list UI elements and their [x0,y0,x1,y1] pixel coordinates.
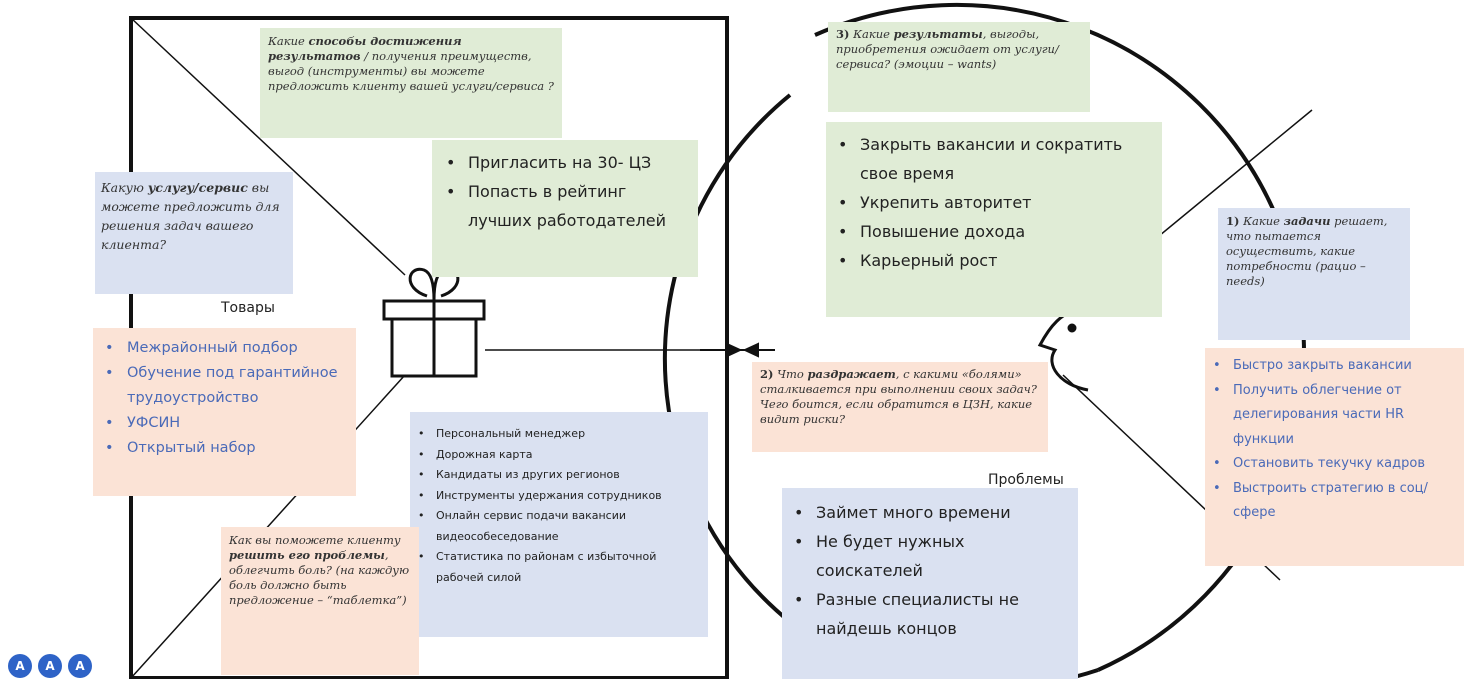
list-item: Закрыть вакансии и сократить свое время [830,130,1158,188]
list-item: Не будет нужных соискателей [786,527,1074,585]
question-means: Какие способы достижения результатов / п… [260,28,562,138]
services-items: Межрайонный подбор Обучение под гарантий… [97,336,352,461]
list-item: Инструменты удержания сотрудников [414,486,704,507]
avatar[interactable]: A [38,654,62,678]
gift-icon [382,267,486,378]
question-service: Какую услугу/сервис вы можете предложить… [95,172,293,294]
avatar[interactable]: A [8,654,32,678]
jobs-items: Быстро закрыть вакансии Получить облегче… [1205,354,1464,526]
list-item: Остановить текучку кадров [1205,452,1464,477]
means-items: Пригласить на 30- ЦЗ Попасть в рейтинг л… [438,148,692,235]
question-gains: 3) Какие результаты, выгоды, приобретени… [828,22,1090,112]
list-item: Пригласить на 30- ЦЗ [438,148,692,177]
list-item: УФСИН [97,411,352,436]
gains-list: Закрыть вакансии и сократить свое время … [826,122,1162,317]
list-item: Открытый набор [97,436,352,461]
list-item: Дорожная карта [414,445,704,466]
list-item: Займет много времени [786,498,1074,527]
pain-relievers-items: Персональный менеджер Дорожная карта Кан… [414,424,704,588]
means-list: Пригласить на 30- ЦЗ Попасть в рейтинг л… [432,140,698,277]
list-item: Карьерный рост [830,246,1158,275]
list-item: Попасть в рейтинг лучших работодателей [438,177,692,235]
list-item: Онлайн сервис подачи вакансии видеособес… [414,506,704,547]
question-relief: Как вы поможете клиенту решить его пробл… [221,527,419,675]
pains-list: Займет много времени Не будет нужных сои… [782,488,1078,679]
gains-items: Закрыть вакансии и сократить свое время … [830,130,1158,275]
list-item: Межрайонный подбор [97,336,352,361]
problems-label: Проблемы [988,472,1064,488]
question-pains: 2) Что раздражает, с какими «болями» ста… [752,362,1048,452]
list-item: Быстро закрыть вакансии [1205,354,1464,379]
list-item: Укрепить авторитет [830,188,1158,217]
list-item: Статистика по районам с избыточной рабоч… [414,547,704,588]
avatar[interactable]: A [68,654,92,678]
jobs-list: Быстро закрыть вакансии Получить облегче… [1205,348,1464,566]
list-item: Получить облегчение от делегирования час… [1205,379,1464,453]
list-item: Выстроить стратегию в соц/ сфере [1205,477,1464,526]
list-item: Разные специалисты не найдешь концов [786,585,1074,643]
list-item: Повышение дохода [830,217,1158,246]
question-jobs: 1) Какие задачи решает, что пытается осу… [1218,208,1410,340]
goods-label: Товары [221,300,275,316]
list-item: Кандидаты из других регионов [414,465,704,486]
list-item: Персональный менеджер [414,424,704,445]
pains-items: Займет много времени Не будет нужных сои… [786,498,1074,643]
pain-relievers-list: Персональный менеджер Дорожная карта Кан… [410,412,708,637]
double-arrow-icon [700,342,775,358]
services-list: Межрайонный подбор Обучение под гарантий… [93,328,356,496]
list-item: Обучение под гарантийное трудоустройство [97,361,352,411]
